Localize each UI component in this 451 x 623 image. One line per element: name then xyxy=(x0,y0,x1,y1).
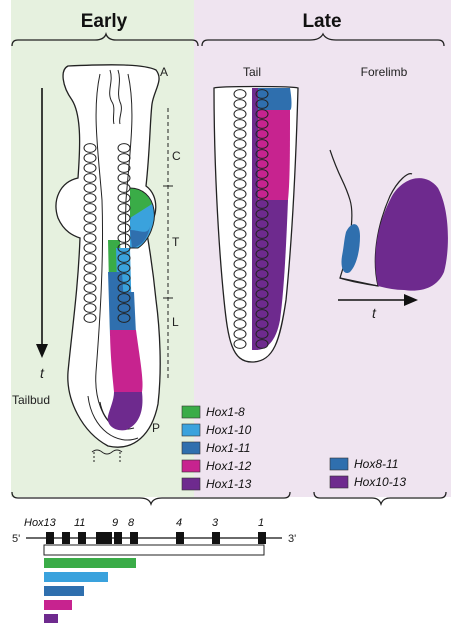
legend-label: Hox1-12 xyxy=(206,459,252,473)
hox-gene-box xyxy=(78,532,86,544)
thoracic-label: T xyxy=(172,235,180,249)
legend-swatch xyxy=(182,478,200,490)
early-legend: Hox1-8Hox1-10Hox1-11Hox1-12Hox1-13 xyxy=(182,405,252,491)
legend-label: Hox10-13 xyxy=(354,475,406,489)
posterior-label: P xyxy=(152,421,160,435)
legend-label: Hox1-10 xyxy=(206,423,252,437)
legend-label: Hox1-11 xyxy=(206,441,250,455)
hox-gene-label: 11 xyxy=(74,517,85,529)
cluster-bar-hox1-10 xyxy=(44,572,108,582)
lumbar-label: L xyxy=(172,315,179,329)
hox-gene-box xyxy=(96,532,104,544)
tail-label: Tail xyxy=(243,65,261,79)
hox-gene-box xyxy=(104,532,112,544)
legend-swatch xyxy=(330,476,348,488)
late-panel-title: Late xyxy=(302,11,341,32)
cluster-bar-hox1-13 xyxy=(44,614,58,623)
cluster-bar-hox1-12 xyxy=(44,600,72,610)
early-panel-title: Early xyxy=(81,11,128,32)
legend-label: Hox8-11 xyxy=(354,457,398,471)
cluster-bar-hox1-11 xyxy=(44,586,84,596)
hox-gene-label: 1 xyxy=(258,517,264,529)
hox-gene-box xyxy=(46,532,54,544)
cluster-5prime-label: 5' xyxy=(12,533,20,545)
hox-gene-box xyxy=(114,532,122,544)
hox-gene-label: 4 xyxy=(176,517,182,529)
cluster-3prime-label: 3' xyxy=(288,533,296,545)
hox-gene-box xyxy=(176,532,184,544)
anterior-label: A xyxy=(160,65,168,79)
tail-midline-strip xyxy=(252,88,258,350)
legend-label: Hox1-8 xyxy=(206,405,245,419)
hox-gene-label: 9 xyxy=(112,517,118,529)
tailbud-label: Tailbud xyxy=(12,393,50,407)
hox-gene-box xyxy=(62,532,70,544)
cervical-label: C xyxy=(172,149,181,163)
cluster-full-bar xyxy=(44,545,264,555)
legend-swatch xyxy=(182,460,200,472)
legend-swatch xyxy=(182,406,200,418)
hox-gene-label: Hox13 xyxy=(24,517,57,529)
hox-gene-label: 8 xyxy=(128,517,135,529)
hox-gene-label: 3 xyxy=(212,517,219,529)
legend-swatch xyxy=(182,442,200,454)
legend-swatch xyxy=(330,458,348,470)
early-hox1-11-domain-right xyxy=(120,292,136,334)
cluster-bar-hox1-8 xyxy=(44,558,136,568)
hox-gene-box xyxy=(258,532,266,544)
forelimb-label: Forelimb xyxy=(361,65,408,79)
hox-gene-box xyxy=(212,532,220,544)
hox-gene-box xyxy=(130,532,138,544)
legend-label: Hox1-13 xyxy=(206,477,252,491)
legend-swatch xyxy=(182,424,200,436)
